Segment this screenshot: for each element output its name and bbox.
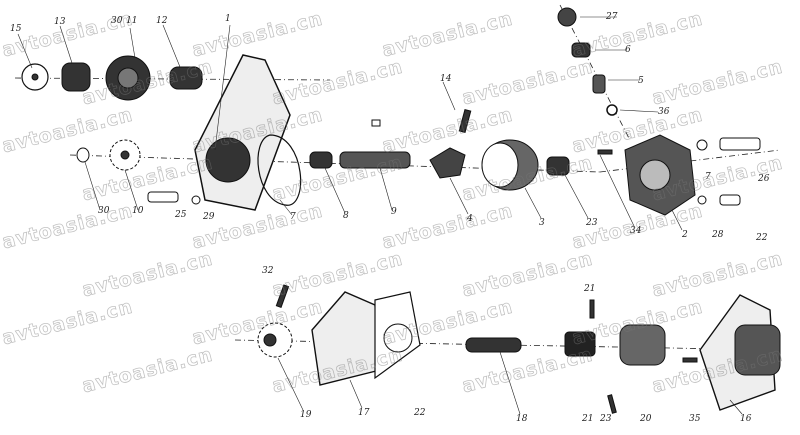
rotor-21 bbox=[564, 331, 596, 357]
ring-30 bbox=[76, 147, 90, 163]
callout-12: 12 bbox=[156, 16, 168, 26]
callout-1: 1 bbox=[225, 14, 231, 24]
callout-21: 21 bbox=[584, 284, 596, 294]
callout-20: 20 bbox=[640, 414, 652, 424]
callout-11: 11 bbox=[126, 16, 138, 26]
callout-15: 15 bbox=[10, 24, 22, 34]
gasket-22 bbox=[374, 291, 421, 380]
callout-10: 10 bbox=[132, 206, 144, 216]
spring-5 bbox=[592, 74, 606, 94]
callout-23: 23 bbox=[586, 218, 598, 228]
bolt-26 bbox=[719, 137, 761, 151]
bushing-12 bbox=[169, 66, 203, 90]
callout-21b: 21 bbox=[582, 414, 594, 424]
callout-23b: 23 bbox=[600, 414, 612, 424]
plug-27 bbox=[557, 7, 577, 27]
callout-25: 25 bbox=[175, 210, 187, 220]
callout-27: 27 bbox=[606, 12, 618, 22]
callout-18: 18 bbox=[516, 414, 528, 424]
rotor-ring-20 bbox=[619, 324, 666, 366]
callout-19: 19 bbox=[300, 410, 312, 420]
bolt-25 bbox=[147, 191, 179, 203]
callout-5: 5 bbox=[638, 76, 644, 86]
callout-3: 3 bbox=[539, 218, 545, 228]
callout-6: 6 bbox=[625, 45, 631, 55]
pin-32 bbox=[275, 284, 290, 309]
callout-22b: 22 bbox=[414, 408, 426, 418]
callout-32: 32 bbox=[262, 266, 274, 276]
bushing-23 bbox=[546, 156, 570, 176]
callout-35: 35 bbox=[689, 414, 701, 424]
bushing-8 bbox=[309, 151, 333, 169]
shaft-9 bbox=[339, 151, 411, 169]
callout-4: 4 bbox=[467, 214, 473, 224]
callout-29: 29 bbox=[203, 212, 215, 222]
callout-17: 17 bbox=[358, 408, 370, 418]
callout-30b: 30 bbox=[98, 206, 110, 216]
callout-7b: 7 bbox=[705, 172, 711, 182]
callout-16: 16 bbox=[740, 414, 752, 424]
valve-6 bbox=[571, 42, 591, 58]
callout-14: 14 bbox=[440, 74, 452, 84]
rotor-4 bbox=[429, 147, 466, 179]
callout-2: 2 bbox=[682, 230, 688, 240]
callout-22: 22 bbox=[756, 233, 768, 243]
callout-28: 28 bbox=[712, 230, 724, 240]
callout-7: 7 bbox=[290, 212, 296, 222]
gasket-7 bbox=[257, 134, 302, 206]
callout-36: 36 bbox=[658, 107, 670, 117]
callout-13: 13 bbox=[54, 17, 66, 27]
shaft-18 bbox=[465, 337, 522, 353]
callout-30: 30 bbox=[111, 16, 123, 26]
callout-9: 9 bbox=[391, 207, 397, 217]
callout-26: 26 bbox=[758, 174, 770, 184]
callout-8: 8 bbox=[343, 211, 349, 221]
bushing-13 bbox=[61, 62, 91, 92]
callout-34: 34 bbox=[630, 226, 642, 236]
ball-36 bbox=[606, 104, 618, 116]
